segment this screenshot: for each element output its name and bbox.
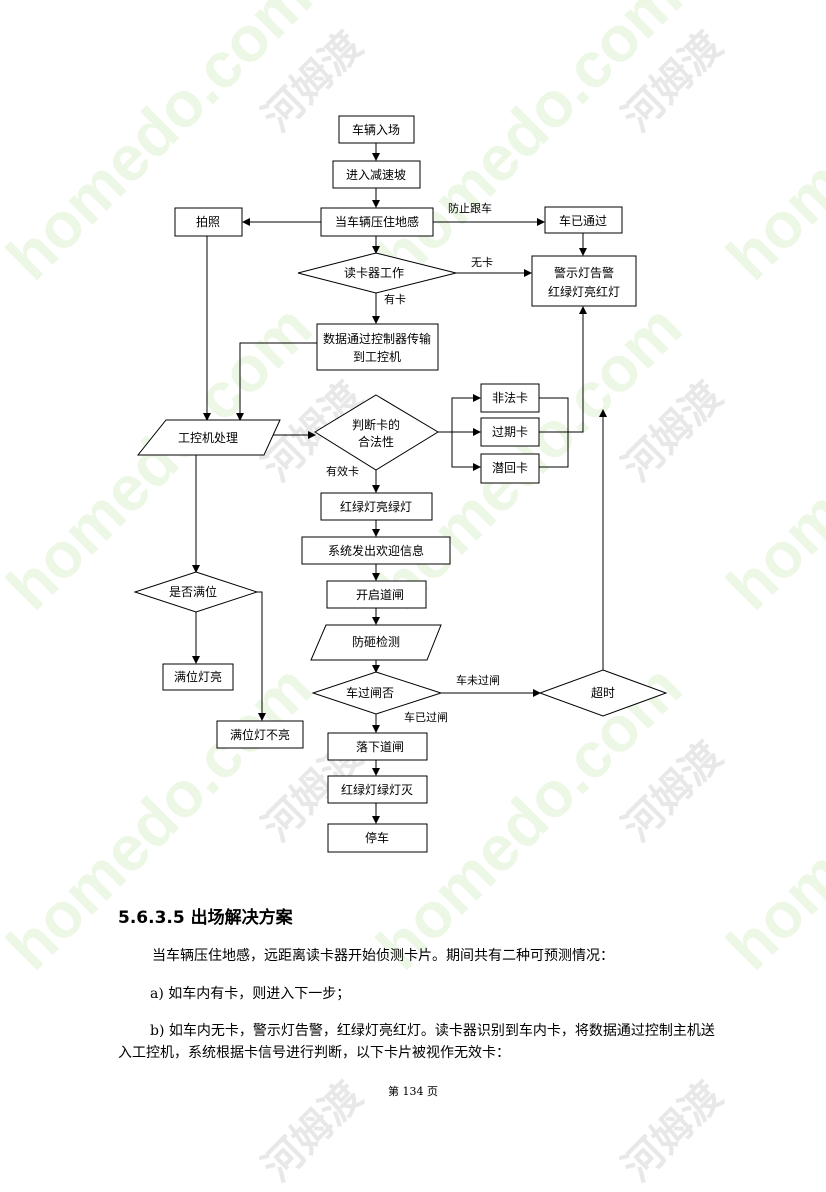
label-stop: 停车: [365, 830, 389, 845]
node-ipc: [136, 419, 281, 456]
paragraph-case-b: b) 如车内无卡，警示灯告警，红绿灯亮红灯。读卡器识别到车内卡，将数据通过控制主…: [118, 1023, 715, 1061]
node-full: [133, 571, 259, 613]
edge-label-passed: 车已过闸: [404, 710, 448, 724]
label-timeout: 超时: [591, 685, 615, 700]
node-full-off: [216, 720, 304, 749]
paragraph-intro: 当车辆压住地感，远距离读卡器开始侦测卡片。期间共有二种可预测情况：: [152, 948, 614, 964]
node-reader: [297, 252, 457, 294]
connector-invalid-alarm: [539, 306, 587, 433]
node-alarm: [531, 255, 637, 307]
label-entry: 车辆入场: [352, 122, 400, 137]
node-photo: [174, 207, 243, 237]
label-anti-smash: 防砸检测: [352, 634, 400, 649]
node-passback: [480, 453, 540, 484]
edge-label-tailgate: 防止跟车: [448, 201, 492, 215]
node-anti-smash: [310, 624, 442, 661]
label-alarm-1: 警示灯告警: [554, 265, 614, 280]
flowchart: 车辆入场 进入减速坡 当车辆压住地感 拍照 车已通过 读卡器工作 警示灯告警 红…: [133, 115, 668, 853]
node-lower-gate: [327, 732, 428, 761]
label-welcome: 系统发出欢迎信息: [328, 543, 424, 558]
connector-full-off: [257, 591, 266, 721]
label-speed-bump: 进入减速坡: [346, 168, 406, 182]
label-green: 红绿灯亮绿灯: [340, 499, 412, 514]
edge-label-not-passed: 车未过闸: [456, 673, 500, 687]
label-lights-off: 红绿灯绿灯灭: [341, 782, 413, 797]
node-loop: [320, 207, 434, 237]
label-transmit-1: 数据通过控制器传输: [323, 331, 431, 346]
node-stop: [327, 823, 428, 853]
node-timeout: [538, 669, 668, 717]
label-loop: 当车辆压住地感: [335, 214, 419, 229]
label-judge-2: 合法性: [358, 434, 394, 449]
edge-label-no-card: 无卡: [471, 256, 493, 269]
node-full-on: [162, 663, 234, 691]
node-lights-off: [327, 775, 428, 804]
node-transmit: [316, 323, 439, 371]
label-passback: 潜回卡: [492, 461, 528, 475]
label-photo: 拍照: [196, 214, 220, 229]
label-ipc: 工控机处理: [178, 431, 238, 445]
label-expired: 过期卡: [492, 425, 528, 439]
label-full: 是否满位: [169, 584, 217, 599]
node-expired: [480, 417, 540, 447]
connector-transmit-ipc: [236, 342, 317, 421]
node-speed-bump: [332, 160, 421, 189]
label-passed-gate: 车过闸否: [346, 685, 394, 700]
node-car-passed: [544, 206, 623, 234]
label-illegal: 非法卡: [492, 391, 528, 405]
node-passed-gate: [311, 671, 443, 715]
label-open-gate: 开启道闸: [356, 588, 404, 602]
label-reader: 读卡器工作: [344, 266, 404, 280]
label-full-on: 满位灯亮: [174, 669, 222, 684]
edge-label-has-card: 有卡: [384, 292, 406, 306]
node-green: [320, 492, 433, 521]
label-lower-gate: 落下道闸: [356, 740, 404, 754]
paragraph-case-a: a) 如车内有卡，则进入下一步；: [150, 986, 351, 1002]
node-judge: [314, 394, 439, 471]
page-number: 第 134 页: [388, 1085, 438, 1098]
node-entry: [338, 115, 415, 144]
label-judge-1: 判断卡的: [352, 417, 400, 432]
node-illegal: [480, 383, 540, 413]
label-alarm-2: 红绿灯亮红灯: [548, 284, 620, 299]
connector-judge-illegal: [438, 394, 481, 433]
node-welcome: [301, 536, 451, 565]
label-full-off: 满位灯不亮: [230, 727, 290, 742]
label-transmit-2: 到工控机: [353, 350, 401, 364]
node-open-gate: [326, 580, 427, 609]
edge-label-valid-card: 有效卡: [326, 464, 359, 478]
connector-judge-passback: [451, 432, 481, 471]
section-heading: 5.6.3.5 出场解决方案: [118, 908, 293, 928]
label-car-passed: 车已通过: [559, 213, 607, 228]
